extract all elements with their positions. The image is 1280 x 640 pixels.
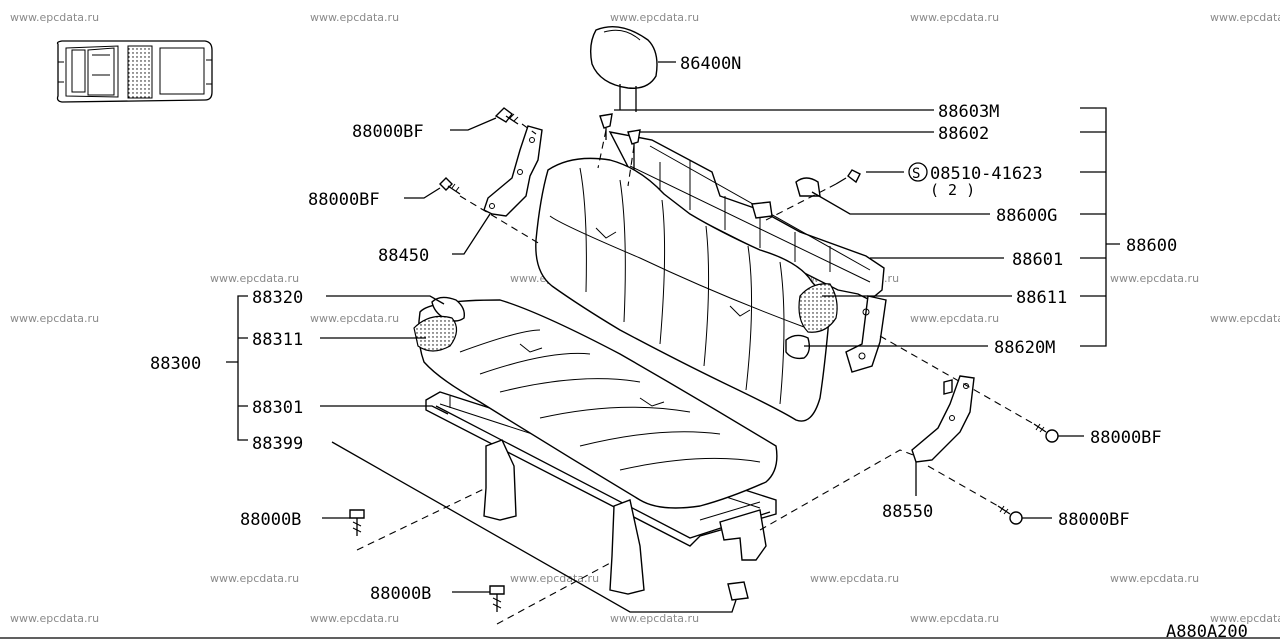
- watermark: www.epcdata.ru: [1210, 612, 1280, 625]
- watermark: www.epcdata.ru: [510, 572, 599, 585]
- watermark: www.epcdata.ru: [910, 612, 999, 625]
- part-label-08510-41623: 08510-41623: [930, 164, 1043, 184]
- part-label-88000BF: 88000BF: [352, 122, 424, 142]
- watermark: www.epcdata.ru: [210, 272, 299, 285]
- watermark: www.epcdata.ru: [1210, 11, 1280, 24]
- part-label-88399: 88399: [252, 434, 303, 454]
- watermark: www.epcdata.ru: [910, 11, 999, 24]
- vehicle-locator-icon: [56, 40, 213, 103]
- watermark: www.epcdata.ru: [10, 312, 99, 325]
- watermark: www.epcdata.ru: [310, 612, 399, 625]
- watermark: www.epcdata.ru: [10, 612, 99, 625]
- s-symbol: S: [912, 166, 920, 182]
- watermark: www.epcdata.ru: [810, 572, 899, 585]
- part-label-88000BF: 88000BF: [308, 190, 380, 210]
- part-label-88300: 88300: [150, 354, 201, 374]
- watermark: www.epcdata.ru: [210, 572, 299, 585]
- watermark: www.epcdata.ru: [10, 11, 99, 24]
- left-hinge-bracket: [483, 125, 543, 217]
- leader-lines: [226, 61, 1120, 625]
- part-label-88601: 88601: [1012, 250, 1063, 270]
- part-label-88620M: 88620M: [994, 338, 1055, 358]
- drawing-code: A880A200: [1166, 622, 1248, 640]
- headrest: [589, 26, 658, 112]
- watermark: www.epcdata.ru: [910, 312, 999, 325]
- part-label-88000BF: 88000BF: [1058, 510, 1130, 530]
- part-label-88600: 88600: [1126, 236, 1177, 256]
- part-label-88301: 88301: [252, 398, 303, 418]
- watermark: www.epcdata.ru: [610, 612, 699, 625]
- seat-back-assembly: [535, 113, 887, 422]
- quantity-label: ( 2 ): [930, 181, 975, 199]
- bolts: [349, 107, 1059, 612]
- watermark: www.epcdata.ru: [1210, 312, 1280, 325]
- watermark: www.epcdata.ru: [310, 11, 399, 24]
- part-label-88611: 88611: [1016, 288, 1067, 308]
- seat-cushion-assembly: [413, 296, 778, 601]
- s-symbol-circle: [908, 162, 928, 182]
- part-label-88000BF: 88000BF: [1090, 428, 1162, 448]
- part-label-88602: 88602: [938, 124, 989, 144]
- part-label-88550: 88550: [882, 502, 933, 522]
- right-hinge-bracket: [911, 375, 975, 463]
- part-label-88000B: 88000B: [370, 584, 431, 604]
- watermark: www.epcdata.ru: [610, 11, 699, 24]
- part-label-88450: 88450: [378, 246, 429, 266]
- part-label-86400N: 86400N: [680, 54, 741, 74]
- watermark: www.epcdata.ru: [1110, 572, 1199, 585]
- part-label-88600G: 88600G: [996, 206, 1057, 226]
- part-labels: 86400N 88603M 88602 88000BF S 08510-4162…: [150, 54, 1248, 640]
- part-label-88603M: 88603M: [938, 102, 999, 122]
- part-label-88000B: 88000B: [240, 510, 301, 530]
- part-label-88320: 88320: [252, 288, 303, 308]
- part-label-88311: 88311: [252, 330, 303, 350]
- watermark: www.epcdata.ru: [1110, 272, 1199, 285]
- watermark: www.epcdata.ru: [310, 312, 399, 325]
